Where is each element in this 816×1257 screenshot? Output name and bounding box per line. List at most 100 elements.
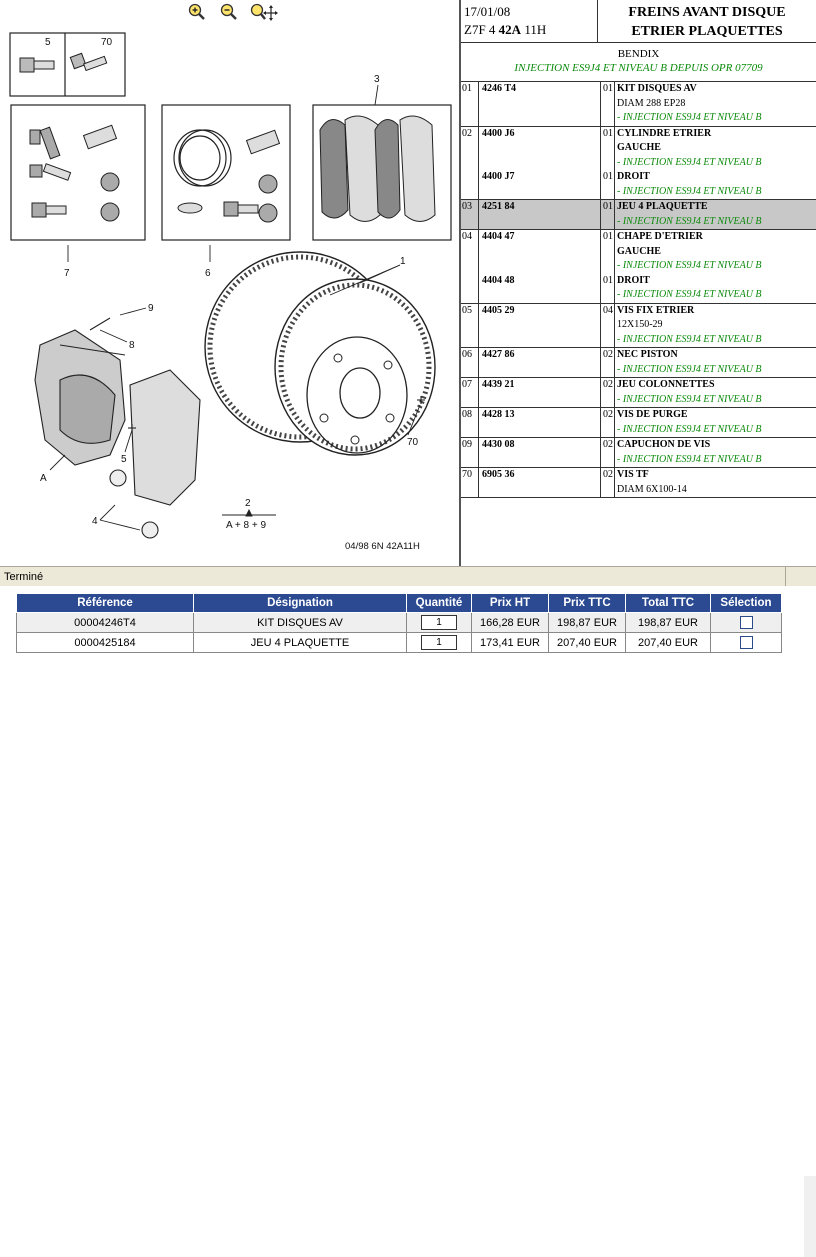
part-qty [601,141,613,156]
part-desc: JEU 4 PLAQUETTE [617,201,708,212]
part-ref[interactable]: 4251 84 [482,201,515,212]
cell-prix-ttc: 198,87 EUR [548,612,626,633]
exploded-diagram[interactable]: 5 70 3 7 6 1 9 8 A 5 4 70 2 A + 8 + 9 04… [0,0,459,566]
part-desc-col: VIS DE PURGE- INJECTION ES9J4 ET NIVEAU … [615,408,816,437]
part-desc: CHAPE D'ETRIER [617,231,703,242]
part-ref[interactable]: 4430 08 [482,439,515,450]
quantity-input[interactable]: 1 [421,615,457,630]
subtitle-injection: INJECTION ES9J4 ET NIVEAU B DEPUIS OPR 0… [514,62,763,74]
column-header: Quantité [406,593,472,613]
part-qty [601,245,613,260]
part-qty [601,363,613,378]
cell-total-ttc: 207,40 EUR [625,632,711,653]
part-ref[interactable]: 4405 29 [482,304,515,316]
zoom-fit-icon[interactable] [250,3,278,21]
part-index: 01 [461,82,479,126]
column-header: Prix HT [471,593,549,613]
part-ref[interactable] [482,141,600,156]
quantity-input[interactable]: 1 [421,635,457,650]
part-qty [601,288,613,303]
part-desc: DROIT [617,171,650,182]
part-ref[interactable] [482,185,600,200]
part-desc: DIAM 288 EP28 [617,97,686,109]
part-ref[interactable] [482,318,600,333]
part-qty: 01 [603,231,613,242]
part-desc: - INJECTION ES9J4 ET NIVEAU B [617,156,762,168]
part-qty [601,393,613,408]
callout-9: 9 [148,303,154,314]
part-ref-col: 4430 08 [479,438,601,467]
part-qty: 02 [603,379,613,390]
column-header: Désignation [193,593,407,613]
part-desc: VIS FIX ETRIER [617,304,695,316]
part-ref[interactable] [482,393,600,408]
part-desc-col: CAPUCHON DE VIS- INJECTION ES9J4 ET NIVE… [615,438,816,467]
cell-total-ttc: 198,87 EUR [625,612,711,633]
part-ref[interactable]: 4400 J6 [482,127,515,139]
part-desc-col: JEU COLONNETTES- INJECTION ES9J4 ET NIVE… [615,378,816,407]
zoom-out-icon[interactable] [220,3,238,21]
part-ref[interactable] [482,111,600,126]
part-index: 04 [461,230,479,303]
part-qty [601,259,613,274]
zoom-in-icon[interactable] [188,3,206,21]
part-desc: CAPUCHON DE VIS [617,439,711,450]
callout-A: A [40,473,47,484]
part-ref[interactable] [482,259,600,274]
part-ref[interactable] [482,97,600,112]
part-ref[interactable]: 4404 47 [482,231,515,242]
part-ref[interactable] [482,453,600,468]
part-desc: - INJECTION ES9J4 ET NIVEAU B [617,363,762,375]
part-ref[interactable]: 4404 48 [482,274,515,286]
select-checkbox[interactable] [739,616,753,629]
part-ref[interactable]: 4439 21 [482,379,515,390]
part-ref[interactable] [482,423,600,438]
part-ref[interactable] [482,156,600,171]
callout-70: 70 [101,37,113,48]
part-ref-col: 6905 36 [479,468,601,497]
column-header: Total TTC [625,593,711,613]
part-index: 07 [461,378,479,407]
part-desc: - INJECTION ES9J4 ET NIVEAU B [617,333,762,345]
part-qty: 02 [603,469,613,480]
cell-prix-ttc: 207,40 EUR [548,632,626,653]
status-bar: Terminé [0,566,816,586]
part-index: 08 [461,408,479,437]
part-qty: 01 [603,83,613,94]
part-ref[interactable]: 4246 T4 [482,83,516,94]
part-qty-col: 02 [601,408,615,437]
part-ref[interactable] [482,215,600,230]
cell-designation: KIT DISQUES AV [193,612,407,633]
scrollbar[interactable] [804,1176,816,1257]
part-ref[interactable]: 4428 13 [482,409,515,420]
part-ref[interactable]: 4400 J7 [482,171,515,182]
part-qty-col: 02 [601,438,615,467]
part-ref[interactable]: 6905 36 [482,469,515,480]
part-ref[interactable] [482,333,600,348]
part-index: 70 [461,468,479,497]
part-ref[interactable] [482,483,600,498]
select-checkbox[interactable] [739,636,753,649]
part-ref[interactable] [482,288,600,303]
callout-8: 8 [129,340,135,351]
callout-5: 5 [45,37,51,48]
part-ref[interactable]: 4427 86 [482,349,515,360]
part-qty [601,111,613,126]
part-ref[interactable] [482,363,600,378]
part-ref[interactable] [482,245,600,260]
screw-70-drawing [69,52,108,72]
